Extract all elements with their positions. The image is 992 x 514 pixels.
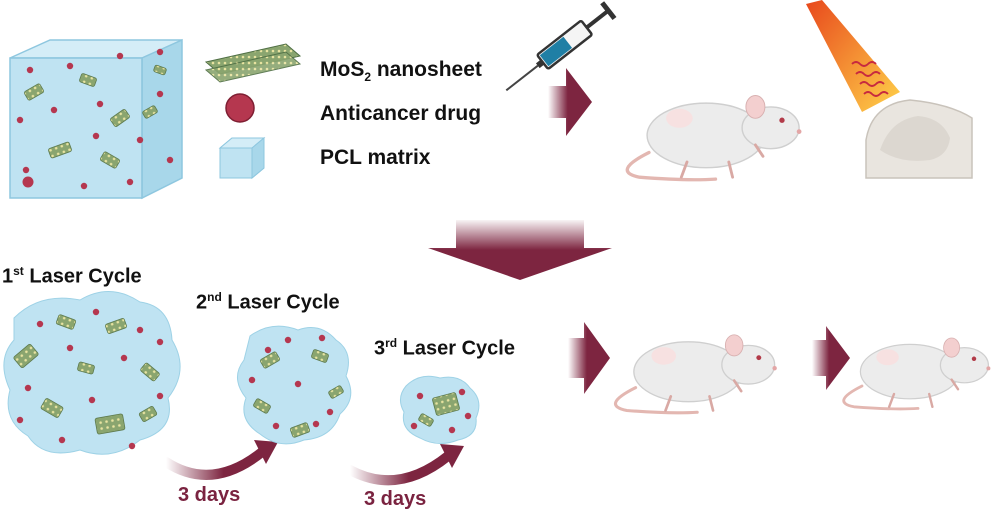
nanosheet-particle — [13, 343, 39, 369]
legend-drug-label: Anticancer drug — [320, 102, 482, 125]
nanosheet-particle — [260, 351, 280, 369]
drug-particle — [120, 354, 128, 362]
interval-arrow-1 — [161, 440, 278, 480]
arrow-right-bottom-2 — [812, 326, 850, 390]
nanosheet-particle — [253, 398, 271, 414]
drug-particle — [166, 156, 174, 164]
pcl-cube — [9, 38, 183, 200]
nanosheet-particle — [418, 413, 434, 427]
mouse-icon — [614, 334, 777, 415]
drug-particle — [128, 442, 136, 450]
drug-particle — [318, 334, 326, 342]
drug-particle — [156, 392, 164, 400]
drug-particle — [416, 392, 424, 400]
mouse-closeup — [865, 99, 973, 179]
nanosheet-particle — [48, 141, 72, 159]
nanosheet-particle — [432, 392, 460, 416]
nanosheet-particle — [153, 64, 167, 76]
gel-blob-3 — [400, 375, 480, 444]
drug-particle — [24, 384, 32, 392]
drug-particle — [464, 412, 472, 420]
nanosheet-particle — [77, 361, 95, 375]
drug-particle — [448, 426, 456, 434]
drug-particle — [156, 338, 164, 346]
drug-particle — [294, 380, 302, 388]
nanosheet-particle — [55, 314, 77, 330]
nanosheet-particle — [79, 73, 97, 87]
nanosheet-particle — [142, 105, 158, 119]
interval-label-2: 3 days — [364, 488, 427, 510]
nanosheet-particle — [311, 349, 329, 363]
drug-particle — [410, 422, 418, 430]
drug-particle — [156, 48, 164, 56]
drug-particle — [50, 106, 58, 114]
drug-particle — [312, 420, 320, 428]
drug-particle — [66, 62, 74, 70]
drug-particle — [284, 336, 292, 344]
drug-particle — [116, 52, 124, 60]
drug-icon — [225, 93, 255, 123]
matrix-icon — [218, 136, 266, 180]
drug-particle — [272, 422, 280, 430]
legend-matrix-label: PCL matrix — [320, 146, 431, 169]
drug-particle — [96, 100, 104, 108]
nanosheet-particle — [110, 109, 130, 127]
arrow-right-top — [548, 68, 592, 136]
nanosheet-particle — [40, 398, 64, 418]
interval-label-1: 3 days — [178, 484, 241, 506]
drug-particle — [136, 136, 144, 144]
syringe-icon — [505, 1, 617, 92]
drug-particle — [16, 416, 24, 424]
drug-particle — [458, 388, 466, 396]
cycle-2-label: 2nd Laser Cycle — [196, 290, 340, 314]
drug-particle — [248, 376, 256, 384]
nanosheet-particle — [289, 422, 311, 438]
laser-beam-icon — [806, 0, 900, 112]
drug-particle — [58, 436, 66, 444]
cycle-1-label: 1st Laser Cycle — [2, 264, 142, 288]
drug-particle — [264, 346, 272, 354]
nanosheet-particle — [94, 413, 126, 435]
gel-blob-2 — [237, 325, 352, 445]
drug-particle — [66, 344, 74, 352]
mouse-icon — [842, 337, 991, 411]
interval-arrow-2 — [345, 444, 464, 486]
drug-particle — [80, 182, 88, 190]
drug-particle — [22, 166, 30, 174]
drug-particle — [36, 320, 44, 328]
legend-nanosheet-label: MoS2 nanosheet — [320, 58, 482, 85]
drug-particle — [126, 178, 134, 186]
drug-particle — [92, 308, 100, 316]
nanosheet-particle — [105, 318, 127, 334]
drug-particle — [92, 132, 100, 140]
nanosheet-particle — [24, 83, 44, 101]
nanosheet-particle — [140, 362, 160, 382]
drug-particle — [22, 176, 34, 188]
drug-particle — [26, 66, 34, 74]
arrow-right-bottom-1 — [568, 322, 610, 394]
nanosheet-particle — [328, 385, 344, 399]
nanosheet-particle — [138, 406, 158, 422]
nanosheet-particle — [100, 151, 120, 169]
drug-particle — [16, 116, 24, 124]
nanosheet-icon — [204, 43, 302, 83]
gel-blob-1 — [3, 291, 181, 455]
cycle-3-label: 3rd Laser Cycle — [374, 336, 515, 360]
drug-particle — [136, 326, 144, 334]
drug-particle — [156, 90, 164, 98]
arrow-down — [428, 220, 612, 280]
drug-particle — [88, 396, 96, 404]
mouse-icon — [625, 95, 802, 182]
drug-particle — [326, 408, 334, 416]
